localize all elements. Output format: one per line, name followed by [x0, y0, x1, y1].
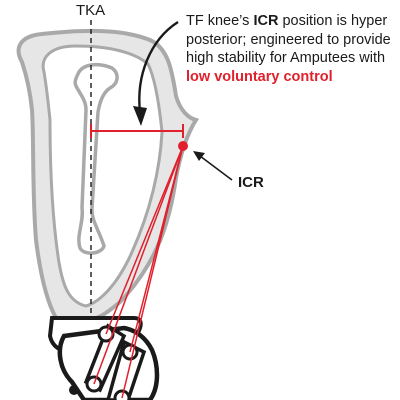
- pivot-bottom-left: [69, 385, 79, 395]
- socket-liner: [41, 44, 164, 308]
- caption-text: TF knee’s ICR position is hyper posterio…: [186, 12, 398, 86]
- caption-arrowhead: [133, 106, 147, 126]
- icr-label: ICR: [238, 174, 264, 191]
- icr-arrow-line: [199, 155, 233, 181]
- caption-part-1: TF knee’s: [186, 13, 254, 29]
- caption-low-voluntary-control: low voluntary control: [186, 68, 333, 85]
- icr-line-1: [105, 145, 184, 335]
- caption-icr-bold: ICR: [253, 13, 279, 29]
- tka-label: TKA: [76, 2, 106, 19]
- caption-part-3: position is hyper posterior; engineered …: [186, 13, 391, 66]
- femur-bone: [73, 62, 119, 255]
- icr-line-4: [121, 145, 184, 399]
- icr-arrowhead: [193, 151, 205, 161]
- icr-point: [178, 141, 188, 151]
- icr-line-2: [93, 145, 184, 385]
- caption-arrow: [138, 20, 179, 113]
